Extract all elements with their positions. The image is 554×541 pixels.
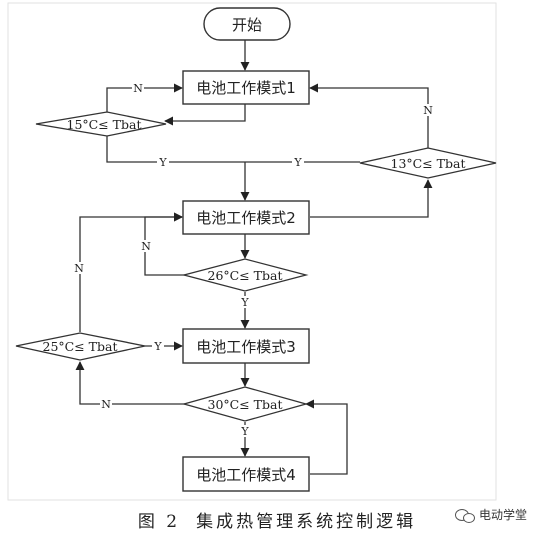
edge-mode1-c15 — [164, 104, 246, 126]
edge-c13-no — [309, 83, 429, 150]
decision-c13-label: 13°C≤ Tbat — [391, 156, 466, 171]
figure-caption: 图 2 集成热管理系统控制逻辑 — [0, 507, 554, 532]
figure-frame — [7, 2, 497, 501]
decision-c30-label: 30°C≤ Tbat — [208, 397, 283, 412]
label-c15-yes: Y — [158, 156, 167, 169]
edge-mode4-c30 — [305, 399, 348, 475]
label-c30-no: N — [101, 398, 111, 411]
watermark: 电动学堂 — [455, 506, 527, 523]
mode3-label: 电池工作模式3 — [196, 338, 296, 356]
decision-c15-label: 15°C≤ Tbat — [67, 117, 142, 132]
figure-title: 集成热管理系统控制逻辑 — [196, 512, 417, 532]
label-c13-no: N — [423, 104, 433, 117]
decision-c25-label: 25°C≤ Tbat — [43, 339, 118, 354]
label-c30-yes: Y — [240, 425, 249, 438]
label-c15-no: N — [133, 82, 143, 95]
decision-c26-label: 26°C≤ Tbat — [208, 268, 283, 283]
mode2-node: 电池工作模式2 — [182, 200, 310, 235]
mode1-node: 电池工作模式1 — [182, 70, 310, 105]
edge-mode2-c13 — [310, 179, 433, 218]
decision-c13: 13°C≤ Tbat — [359, 147, 497, 179]
wechat-icon — [455, 507, 475, 523]
decision-c26: 26°C≤ Tbat — [181, 258, 309, 292]
mode4-label: 电池工作模式4 — [196, 466, 296, 484]
decision-c30: 30°C≤ Tbat — [181, 386, 309, 422]
mode4-node: 电池工作模式4 — [182, 456, 310, 492]
edge-c15-no — [106, 83, 183, 114]
start-label: 开始 — [232, 16, 262, 34]
start-node: 开始 — [203, 7, 291, 41]
watermark-text: 电动学堂 — [479, 508, 528, 522]
mode1-label: 电池工作模式1 — [196, 79, 296, 97]
label-c13-yes: Y — [293, 156, 302, 169]
label-c26-no: N — [141, 240, 151, 253]
edge-c15-yes — [106, 134, 245, 163]
figure-number: 图 2 — [137, 512, 181, 532]
label-c25-no: N — [74, 262, 84, 275]
mode2-label: 电池工作模式2 — [196, 209, 296, 227]
decision-c15: 15°C≤ Tbat — [35, 111, 167, 137]
label-c25-yes: Y — [153, 340, 162, 353]
edge-c25-no — [79, 212, 183, 332]
edge-c30-no — [75, 361, 185, 405]
decision-c25: 25°C≤ Tbat — [15, 332, 146, 361]
label-c26-yes: Y — [240, 296, 249, 309]
mode3-node: 电池工作模式3 — [182, 328, 310, 364]
